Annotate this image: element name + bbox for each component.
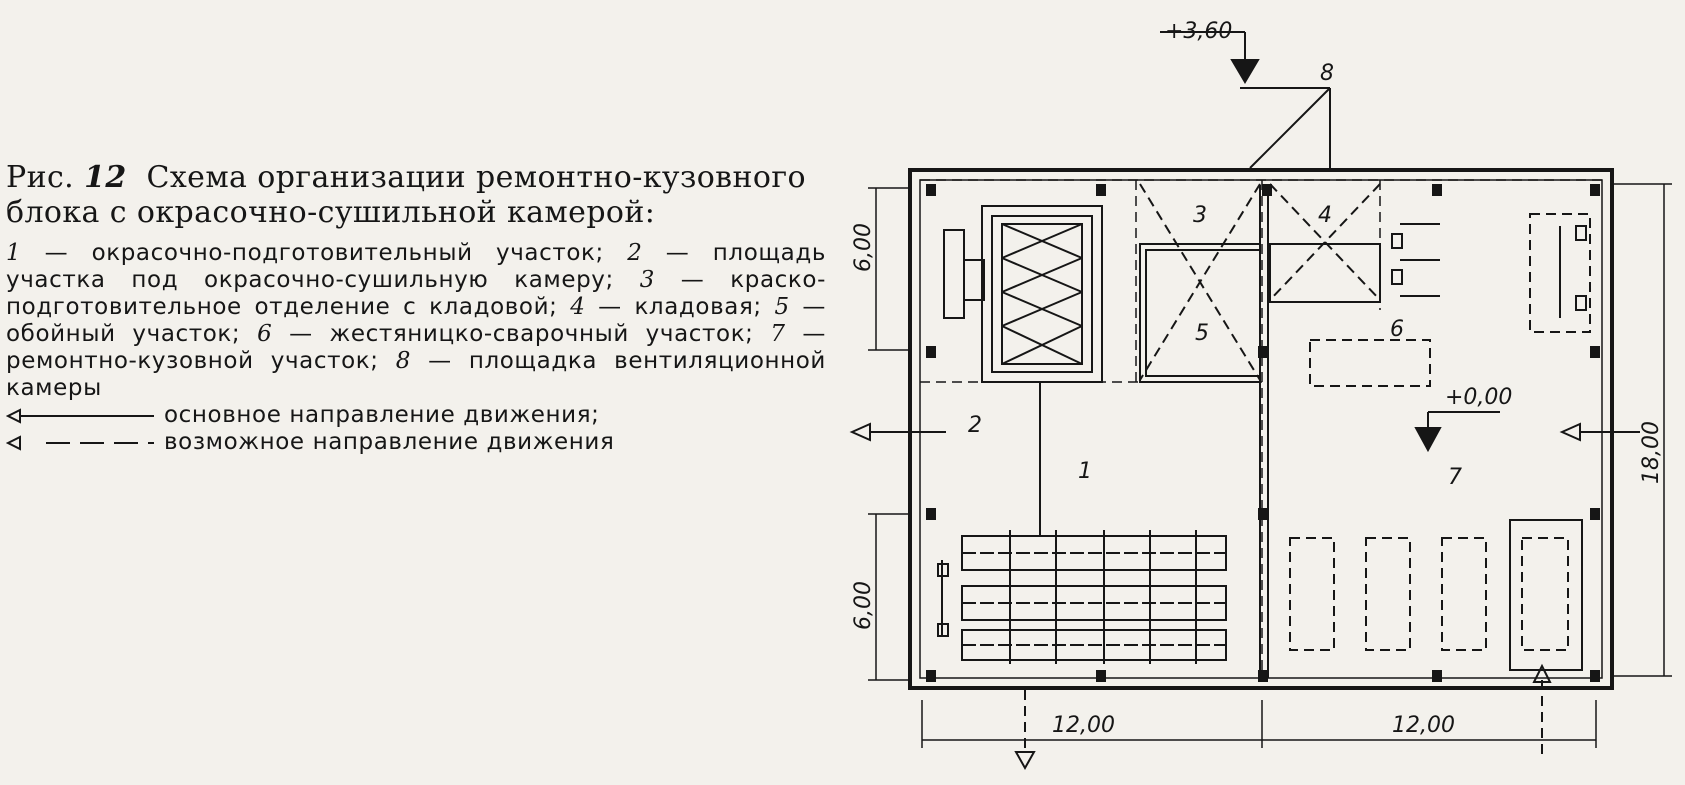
figure-title: Рис. 12 Схема организации ремонтно-кузов… [6,160,826,230]
paint-booth [943,205,1103,383]
entry-exit-arrows [849,422,1640,771]
zone-label-5: 5 [1195,321,1209,346]
room-3-4-5 [1139,183,1381,383]
drying-racks [937,382,1227,664]
legend-list: 1 — окрасочно-подготовительный участок; … [6,240,826,402]
zone-label-8: 8 [1320,61,1334,86]
legend-item-6: 6 — жестяницко-сварочный участок; [257,321,754,347]
zone-label-2: 2 [968,413,982,438]
leader-8 [1240,87,1331,169]
solid-arrow-icon [6,407,154,424]
dim-left-top: 6,00 [851,223,876,272]
figure-label: Рис. [6,160,75,195]
legend-main-direction: основное направление движения; [6,402,826,429]
dim-bottom-left: 12,00 [1052,713,1115,738]
dimension-lines [868,183,1672,748]
possible-direction-label: возможное направление движения [164,429,615,455]
figure-caption: Рис. 12 Схема организации ремонтно-кузов… [6,160,826,456]
elevation-top-marker [1160,31,1260,84]
legend-item-3: 3 — краско-подготовительное отделение с … [6,267,826,320]
legend-possible-direction: возможное направление движения [6,429,826,456]
dashed-arrow-icon [6,434,154,451]
elevation-top-label: +3,60 [1165,19,1232,44]
zone-label-6: 6 [1390,317,1404,342]
elevation-floor-marker [1414,411,1500,453]
dim-bottom-right: 12,00 [1392,713,1455,738]
column-markers [926,184,1600,682]
legend-item-5: 5 — обойный участок; [6,294,826,347]
legend-item-7: 7 — ремонтно-кузовной участок; [6,321,826,374]
dim-right: 18,00 [1639,421,1664,484]
legend-item-8: 8 — площадка вентиляционной камеры [6,348,826,401]
legend-item-1: 1 — окрасочно-подготовительный участок; [6,240,604,266]
dim-left-bottom: 6,00 [851,581,876,630]
figure-number: 12 [84,160,127,195]
zone-boundaries [920,179,1602,678]
partition-wall [1259,185,1269,678]
zone-label-7: 7 [1448,465,1462,490]
legend-item-4: 4 — кладовая; [570,294,762,320]
zone-label-1: 1 [1078,459,1092,484]
outer-wall [908,168,1614,690]
benches-zone-6 [1309,223,1440,387]
car-places [1289,519,1583,671]
zone-label-3: 3 [1193,203,1207,228]
figure-title-text: Схема организации ремонтно-кузовного бло… [6,160,806,230]
elevation-floor-label: +0,00 [1445,385,1512,410]
cabinet-top-right [1529,213,1591,333]
zone-label-4: 4 [1318,203,1332,228]
main-direction-label: основное направление движения; [164,402,600,428]
legend-item-2: 2 — площадь участка под окрасочно-сушиль… [6,240,826,293]
